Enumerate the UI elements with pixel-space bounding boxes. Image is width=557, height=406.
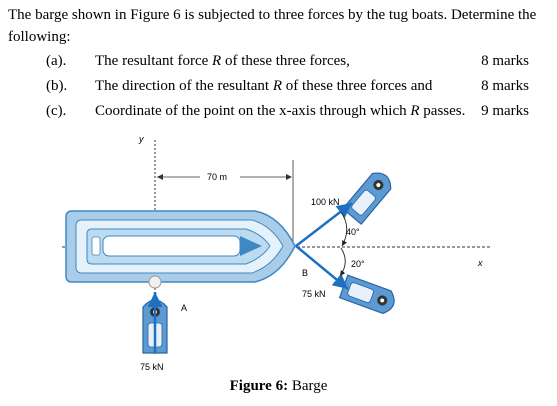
question-part-a: (a). The resultant force R of these thre… [0, 50, 557, 72]
part-label: (a). [46, 53, 67, 69]
figure-caption: Figure 6: Barge [229, 378, 328, 394]
part-marks: 9 marks [481, 103, 529, 119]
barge-hull [65, 210, 296, 283]
tug-boat-upper [341, 172, 392, 226]
force-label-100kn: 100 kN [311, 197, 340, 207]
force-label-75kn-right: 75 kN [302, 289, 326, 299]
question-intro: The barge shown in Figure 6 is subjected… [8, 7, 537, 45]
part-text: The direction of the resultant R of thes… [95, 78, 433, 94]
angle-label-20: 20° [351, 259, 365, 269]
dimension-arrow-right [286, 174, 292, 180]
part-text: Coordinate of the point on the x-axis th… [95, 103, 466, 119]
part-marks: 8 marks [481, 78, 529, 94]
dimension-label: 70 m [207, 172, 227, 182]
part-label: (c). [46, 103, 67, 119]
point-label-b: B [302, 268, 308, 278]
part-text: The resultant force R of these three for… [95, 53, 350, 69]
angle-arc-40 [340, 211, 348, 247]
force-arrow-100kn [295, 202, 353, 247]
x-axis-label: x [477, 258, 483, 268]
part-label: (b). [46, 78, 68, 94]
contact-point-a [148, 275, 162, 289]
tug-boat-lower [338, 274, 395, 315]
question-part-c: (c). Coordinate of the point on the x-ax… [0, 100, 557, 122]
force-label-75kn-bottom: 75 kN [140, 362, 164, 372]
y-axis-label: y [138, 134, 144, 144]
angle-arc-20 [339, 247, 346, 277]
part-marks: 8 marks [481, 53, 529, 69]
point-label-a: A [181, 303, 187, 313]
question-part-b: (b). The direction of the resultant R of… [0, 75, 557, 97]
angle-label-40: 40° [346, 227, 360, 237]
force-arrow-75kn-right [295, 245, 349, 290]
dimension-arrow-left [157, 174, 163, 180]
